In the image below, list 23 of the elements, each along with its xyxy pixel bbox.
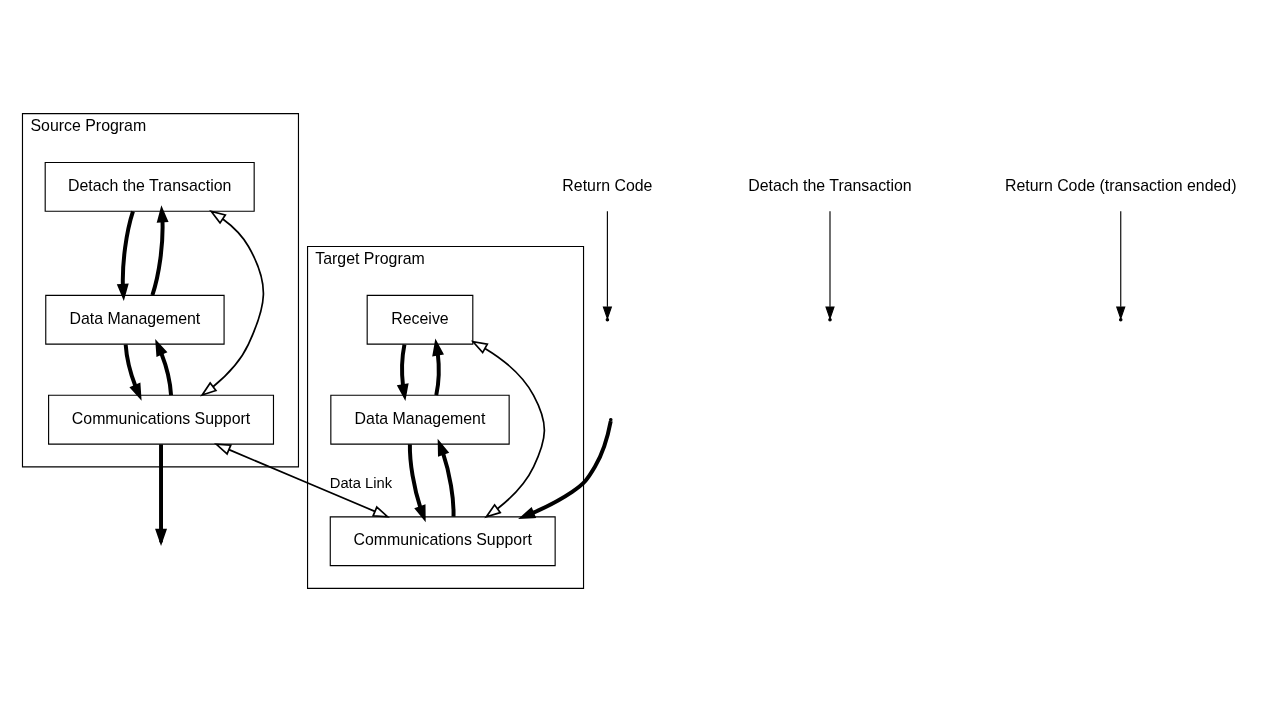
node-box: Detach the Transaction xyxy=(44,161,255,212)
node-box: Receive xyxy=(366,294,474,345)
node-box: Communications Support xyxy=(48,394,275,445)
arrow xyxy=(518,420,613,519)
arrow xyxy=(432,338,444,396)
node-box: Data Management xyxy=(330,394,510,445)
arrow xyxy=(1115,210,1126,321)
arrow xyxy=(200,210,265,397)
arrow xyxy=(407,444,426,523)
arrow xyxy=(396,344,409,402)
node-box: Communications Support xyxy=(329,516,556,567)
arrow xyxy=(150,205,169,296)
node-box: Data Management xyxy=(45,294,225,345)
node-text: Return Code (transaction ended) xyxy=(1005,177,1237,195)
arrow xyxy=(214,443,390,518)
arrow xyxy=(470,340,546,519)
arrow xyxy=(123,344,142,401)
node-text: Return Code xyxy=(562,177,653,195)
node-text: Detach the Transaction xyxy=(748,177,912,195)
arrow xyxy=(437,438,456,517)
edge-label: Data Link xyxy=(329,474,393,491)
arrow xyxy=(116,210,135,302)
arrow xyxy=(155,339,174,396)
